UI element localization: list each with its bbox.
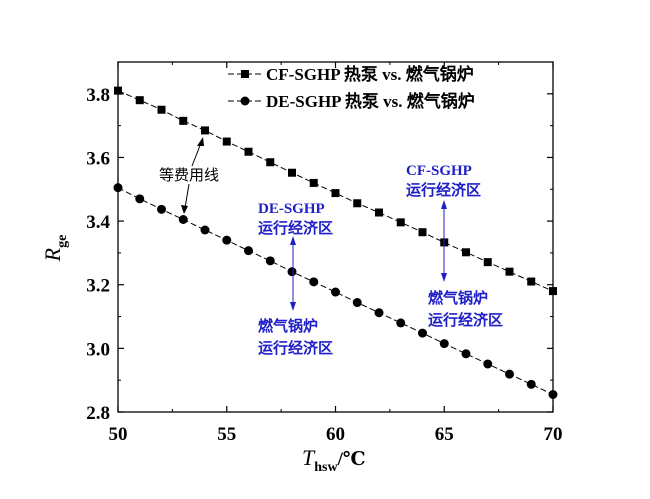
data-point-circle <box>374 308 384 318</box>
annotation-gas-region-left-1: 燃气锅炉 <box>258 317 318 335</box>
data-point-circle <box>200 225 210 235</box>
data-point-circle <box>526 379 536 389</box>
y-tick-label: 3.4 <box>86 212 110 233</box>
data-point-square <box>114 86 122 95</box>
arrow-to-cf-line <box>191 142 202 167</box>
data-point-square <box>135 96 144 105</box>
legend-marker-circle <box>240 96 250 106</box>
data-point-square <box>331 189 340 198</box>
data-point-square <box>179 116 188 125</box>
annotation-gas-region-right-1: 燃气锅炉 <box>428 289 488 307</box>
annotation-de-region-1: DE-SGHP <box>258 201 325 217</box>
data-point-circle <box>244 246 253 256</box>
y-tick-label: 3.6 <box>86 148 110 169</box>
data-point-square <box>201 126 209 135</box>
annotation-iso-cost-line: 等费用线 <box>159 166 219 184</box>
series-layer <box>113 86 558 399</box>
annotation-cf-region-1: CF-SGHP <box>406 163 472 179</box>
data-point-circle <box>483 359 493 369</box>
data-point-circle <box>309 277 319 287</box>
data-point-circle <box>265 256 275 266</box>
x-tick-label: 60 <box>326 424 345 445</box>
axis-ticks <box>117 62 554 413</box>
data-point-square <box>527 277 536 286</box>
x-tick-label: 50 <box>109 424 128 445</box>
data-point-square <box>288 168 296 177</box>
data-point-circle <box>439 339 449 349</box>
data-point-square <box>418 228 427 237</box>
data-point-circle <box>113 183 123 193</box>
data-point-circle <box>178 215 188 224</box>
annotation-cf-region-2: 运行经济区 <box>406 181 481 199</box>
data-point-circle <box>331 287 340 297</box>
series-line-0 <box>117 90 554 292</box>
data-point-square <box>549 287 557 296</box>
data-point-circle <box>418 328 427 338</box>
data-point-circle <box>287 267 297 277</box>
data-point-circle <box>461 349 471 359</box>
data-point-square <box>157 105 166 114</box>
data-point-circle <box>396 318 406 328</box>
y-tick-label: 2.8 <box>86 403 110 424</box>
annotation-gas-region-left-2: 运行经济区 <box>258 339 333 357</box>
data-point-square <box>483 258 492 267</box>
x-tick-label: 55 <box>217 424 236 445</box>
arrow-head-cf <box>197 137 204 146</box>
data-point-square <box>244 147 253 156</box>
data-point-square <box>266 158 275 167</box>
data-point-square <box>222 137 231 146</box>
arrow-to-de-line <box>184 183 190 209</box>
y-axis-title: Rge <box>40 235 70 263</box>
y-tick-label: 3.8 <box>86 85 110 106</box>
data-point-circle <box>352 298 362 308</box>
data-point-circle <box>505 369 514 379</box>
x-tick-label: 65 <box>435 424 454 445</box>
data-point-circle <box>222 235 232 245</box>
legend-label-de: DE-SGHP 热泵 vs. 燃气锅炉 <box>266 91 475 111</box>
data-point-circle <box>157 204 166 214</box>
series-line-1 <box>117 187 554 395</box>
double-arrow-de <box>290 236 296 311</box>
data-point-circle <box>548 390 558 399</box>
data-point-square <box>375 208 383 217</box>
annotation-de-region-2: 运行经济区 <box>258 219 333 237</box>
y-tick-label: 3.2 <box>86 276 110 297</box>
x-tick-label: 70 <box>544 424 563 445</box>
annotation-gas-region-right-2: 运行经济区 <box>428 311 503 329</box>
legend: CF-SGHP 热泵 vs. 燃气锅炉 DE-SGHP 热泵 vs. 燃气锅炉 <box>228 64 475 111</box>
data-point-circle <box>135 194 145 204</box>
data-point-square <box>462 248 470 257</box>
arrow-head-de <box>181 205 188 214</box>
legend-label-cf: CF-SGHP 热泵 vs. 燃气锅炉 <box>266 64 474 84</box>
annotations: 等费用线 CF-SGHP 运行经济区 DE-SGHP 运行经济区 燃气锅炉 运行… <box>159 137 503 357</box>
double-arrow-cf <box>441 200 447 282</box>
x-axis-title: Thsw/℃ <box>302 445 366 475</box>
y-tick-label: 3.0 <box>86 339 110 360</box>
data-point-square <box>353 199 362 208</box>
legend-marker-square <box>241 70 249 78</box>
data-point-square <box>309 178 318 187</box>
data-point-square <box>396 218 405 227</box>
data-point-square <box>505 267 514 276</box>
axis-tick-labels: 50 55 60 65 70 2.8 3.0 3.2 3.4 3.6 3.8 <box>86 85 562 445</box>
